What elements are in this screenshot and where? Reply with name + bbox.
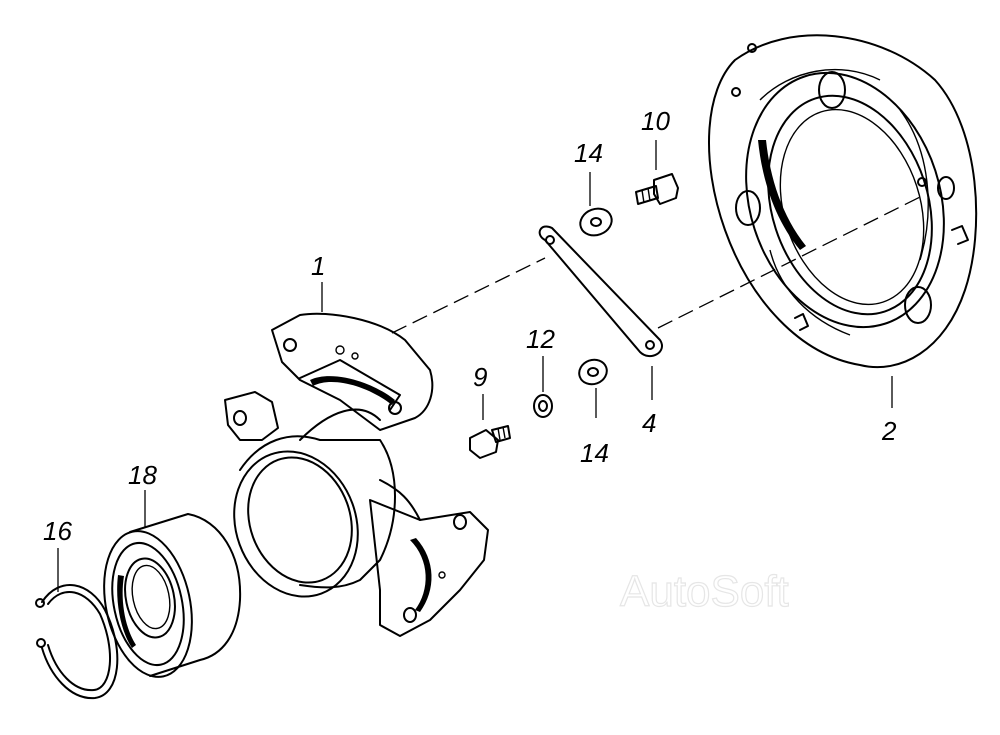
washer-top-part xyxy=(579,207,613,237)
bolt-large-part xyxy=(635,173,679,205)
leader-lines xyxy=(57,140,893,592)
label-part-14-top: 14 xyxy=(574,138,603,168)
label-part-16: 16 xyxy=(43,516,72,546)
label-part-2: 2 xyxy=(881,416,897,446)
watermark: AutoSoft xyxy=(620,567,789,616)
part-number-labels: 1 2 4 9 10 12 14 14 16 18 xyxy=(43,106,897,546)
label-part-12: 12 xyxy=(526,324,555,354)
locking-strap-part xyxy=(538,225,663,358)
hub-part xyxy=(224,312,489,637)
snap-ring-part xyxy=(35,584,119,700)
bearing-part xyxy=(103,513,242,678)
washer-bottom-part xyxy=(578,358,608,386)
assembly-axis-lines xyxy=(391,195,923,334)
label-part-4: 4 xyxy=(642,408,656,438)
label-part-18: 18 xyxy=(128,460,157,490)
label-part-1: 1 xyxy=(311,251,325,281)
label-part-9: 9 xyxy=(473,362,487,392)
lock-washer-part xyxy=(533,394,553,418)
bolt-small-part xyxy=(469,425,511,459)
label-part-10: 10 xyxy=(641,106,670,136)
label-part-14-bottom: 14 xyxy=(580,438,609,468)
flange-plate-part xyxy=(707,34,978,369)
